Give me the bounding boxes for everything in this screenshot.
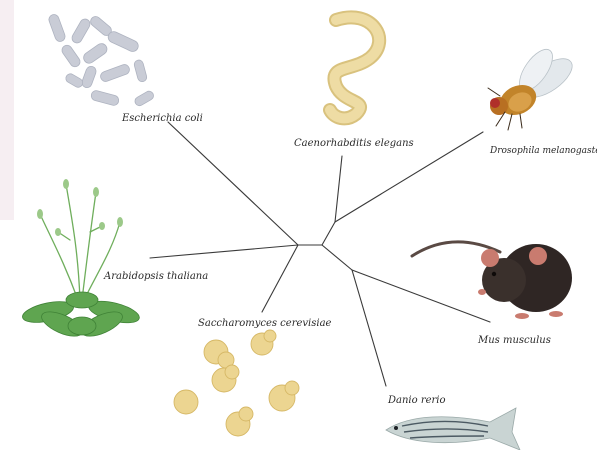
branch-mouse xyxy=(352,270,490,322)
label-drosophila: Drosophila melanogaster xyxy=(489,146,597,156)
branch-upper xyxy=(322,222,335,245)
label-celegans: Caenorhabditis elegans xyxy=(294,138,414,149)
branch-celegans xyxy=(335,156,342,222)
zebrafish-icon xyxy=(386,408,520,450)
branch-ecoli xyxy=(168,122,298,245)
tree-branches xyxy=(150,122,490,386)
branch-zebrafish xyxy=(352,270,386,386)
plant-icon xyxy=(21,179,142,341)
label-ecoli: Escherichia coli xyxy=(121,113,203,124)
label-zebrafish: Danio rerio xyxy=(387,395,446,406)
label-arabidopsis: Arabidopsis thaliana xyxy=(103,271,208,282)
branch-yeast xyxy=(262,245,298,312)
worm-icon xyxy=(330,17,379,118)
fruit-fly-icon xyxy=(488,44,578,130)
yeast-icon xyxy=(174,330,299,436)
mouse-icon xyxy=(412,242,572,319)
bacteria-icon xyxy=(48,13,156,107)
label-yeast: Saccharomyces cerevisiae xyxy=(198,318,332,329)
branch-lower xyxy=(322,245,352,270)
branch-arabidopsis xyxy=(150,245,298,258)
label-mouse: Mus musculus xyxy=(477,335,551,346)
